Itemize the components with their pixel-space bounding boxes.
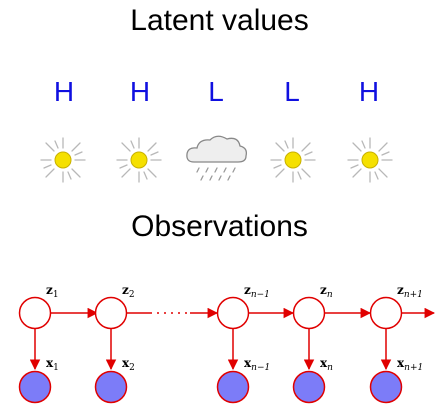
label-zn: zn [320, 283, 333, 300]
hidden-node-z1 [18, 296, 52, 330]
label-xn1: xn−1 [244, 356, 270, 373]
weather-row [40, 135, 393, 183]
hidden-node-zn1 [216, 296, 250, 330]
latent-value-1: H [53, 76, 75, 107]
observed-node-xn1 [216, 370, 250, 404]
observed-node-xnp1 [369, 370, 403, 404]
latent-value-2: H [129, 76, 151, 107]
label-znp1: zn+1 [397, 283, 423, 300]
sun-icon [270, 137, 316, 183]
label-x1: x1 [46, 356, 59, 373]
hidden-node-zn [292, 296, 326, 330]
hidden-node-znp1 [369, 296, 403, 330]
label-zn1: zn−1 [244, 283, 270, 300]
sun-icon [347, 137, 393, 183]
latent-value-4: L [284, 76, 300, 107]
observed-node-xn [292, 370, 326, 404]
sun-icon [116, 137, 162, 183]
latent-value-3: L [208, 76, 224, 107]
label-xn: xn [320, 356, 333, 373]
cloud-rain-icon [186, 135, 248, 181]
hidden-node-z2 [94, 296, 128, 330]
observed-node-x2 [94, 370, 128, 404]
latent-values-title: Latent values [130, 4, 309, 37]
label-z1: z1 [46, 283, 59, 300]
latent-value-5: H [358, 76, 380, 107]
label-xnp1: xn+1 [397, 356, 423, 373]
label-x2: x2 [122, 356, 135, 373]
sun-icon [40, 137, 86, 183]
observed-node-x1 [18, 370, 52, 404]
hmm-graph: z1 z2 zn−1 zn zn+1 x1 x2 xn−1 xn xn+1 [18, 283, 436, 404]
observations-title: Observations [131, 210, 308, 243]
label-z2: z2 [122, 283, 135, 300]
